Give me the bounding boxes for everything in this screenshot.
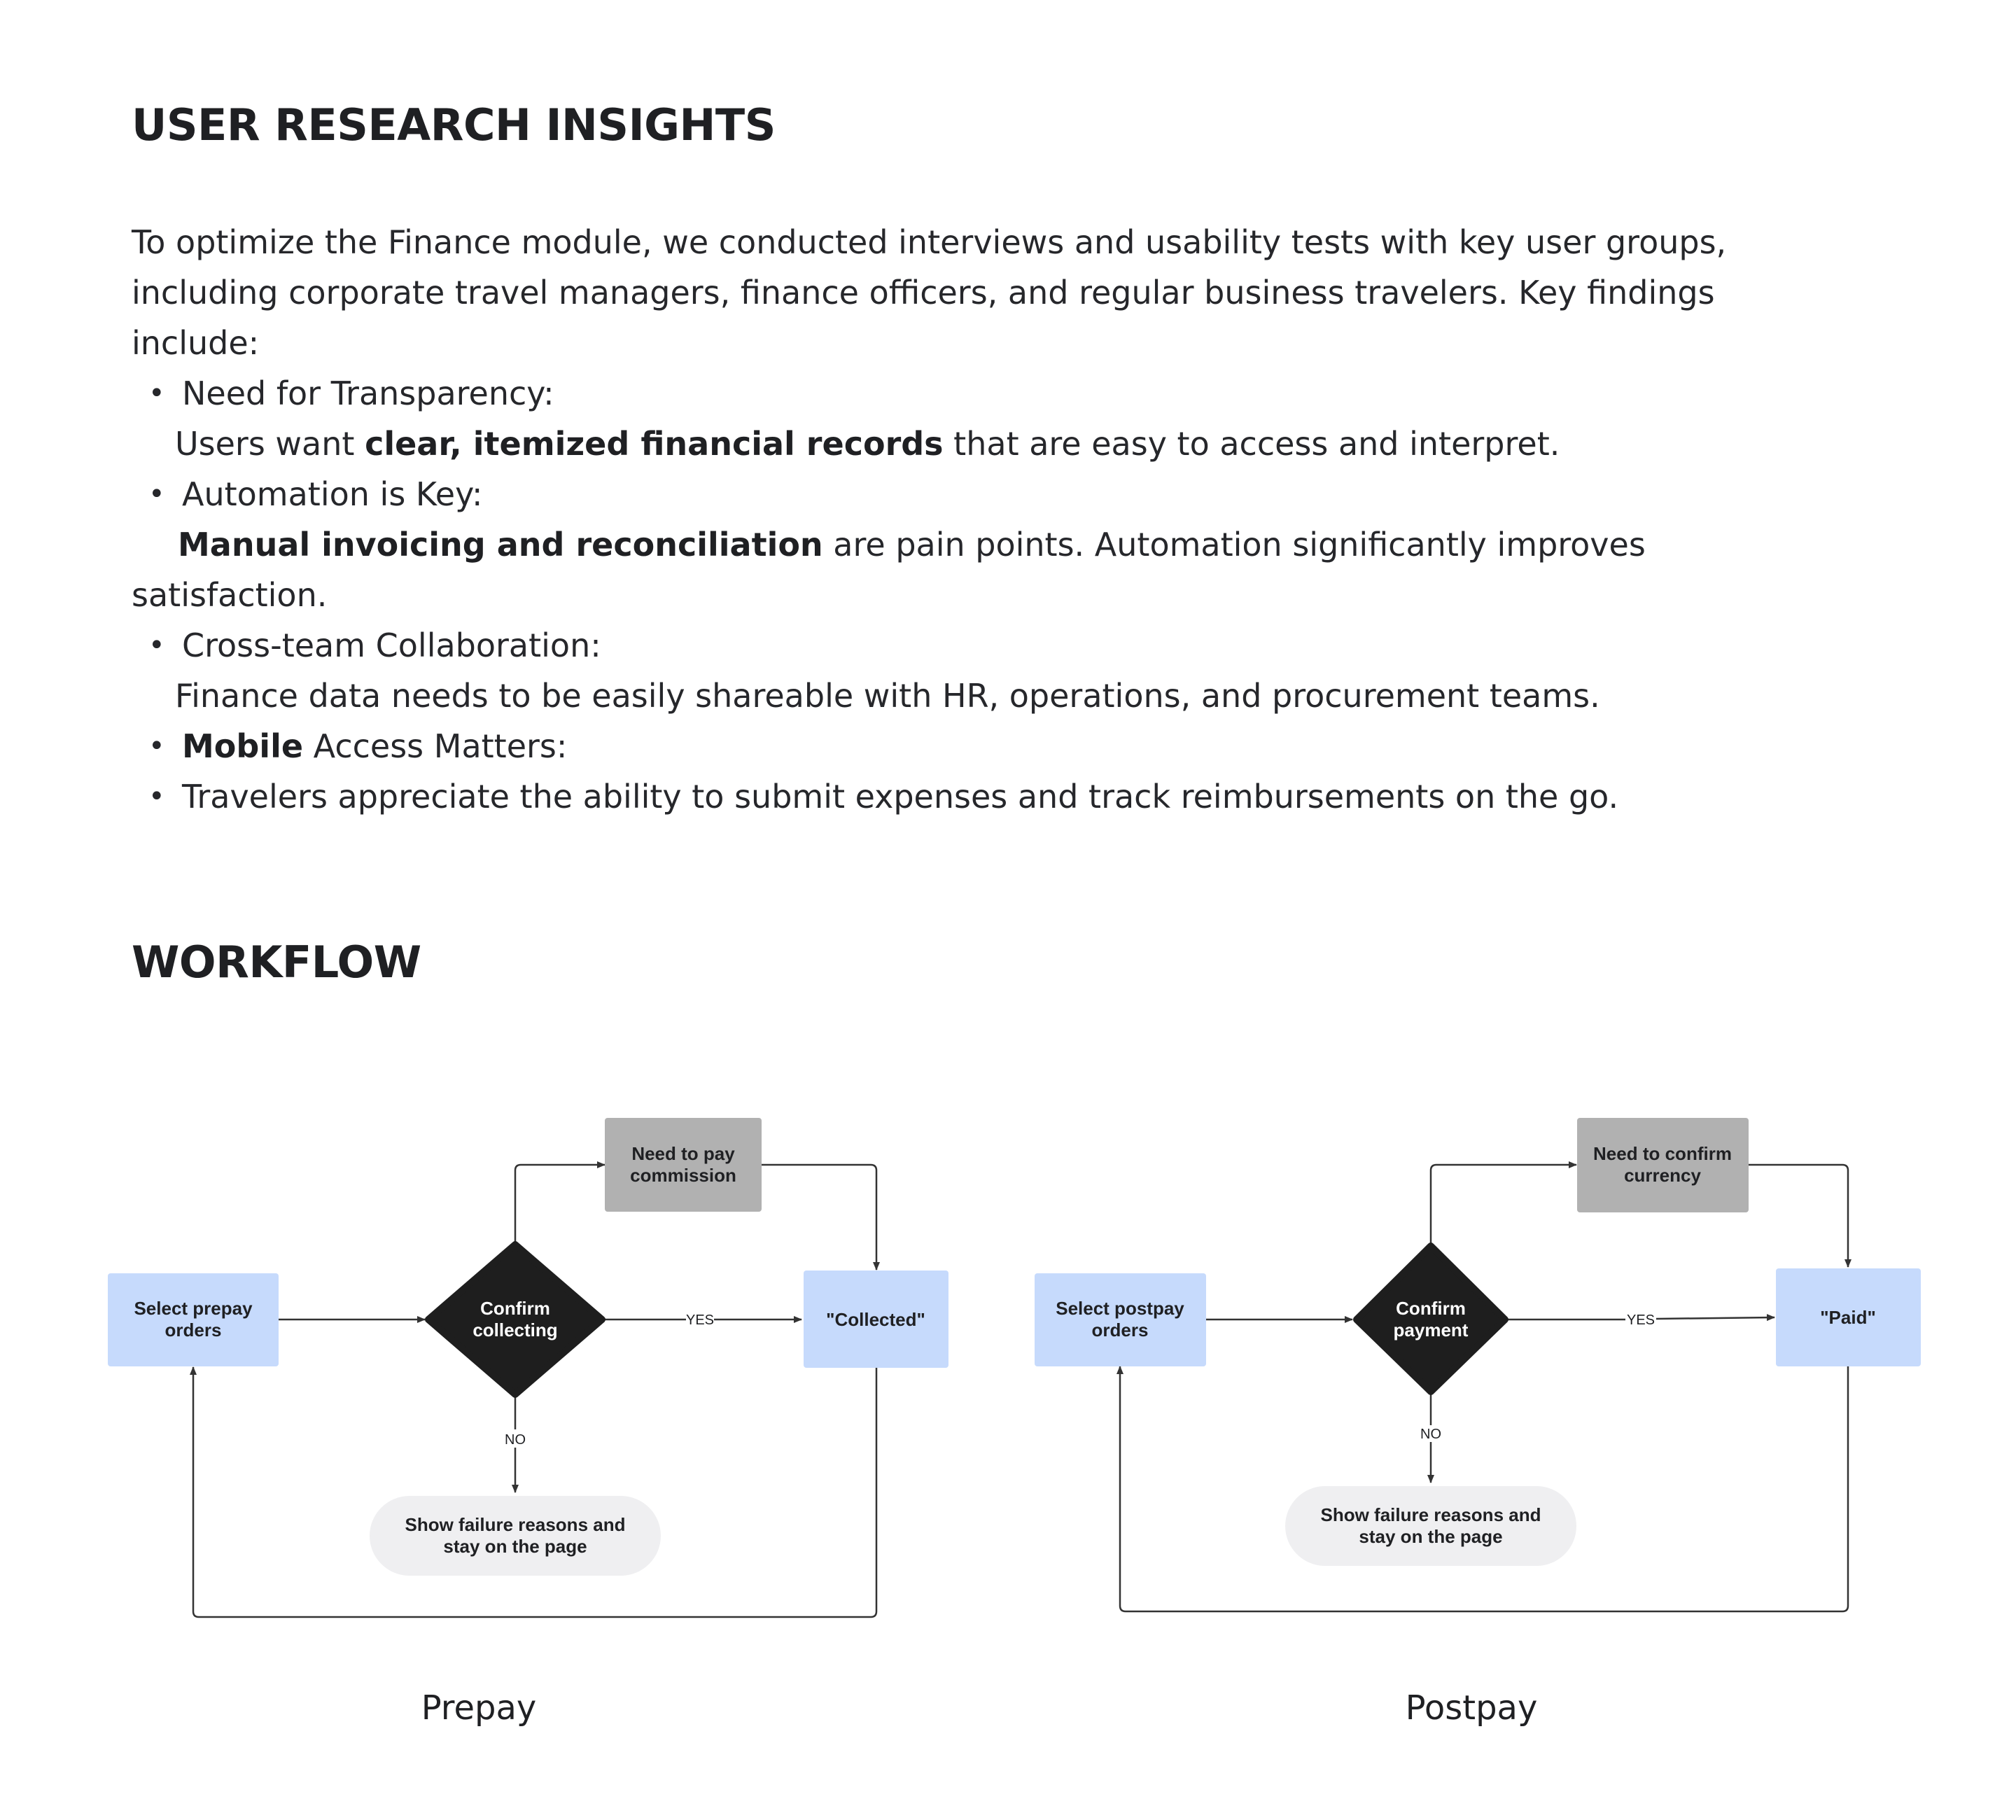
prepay-decision-node xyxy=(425,1241,606,1398)
postpay-decision-node xyxy=(1353,1242,1508,1395)
bullet-marker: • xyxy=(148,478,165,510)
prepay-failure-label-2: stay on the page xyxy=(443,1536,587,1557)
intro-line-3: include: xyxy=(132,324,260,362)
postpay-start-label-1: Select postpay xyxy=(1056,1298,1184,1319)
prepay-decision-label-1: Confirm xyxy=(480,1298,550,1319)
insight-title-transparency: Need for Transparency: xyxy=(182,374,554,412)
workflow-diagram: Select prepay orders Confirm collecting … xyxy=(108,1118,1921,1618)
prepay-decision-label-2: collecting xyxy=(472,1320,557,1340)
postpay-failure-label-1: Show failure reasons and xyxy=(1321,1504,1541,1525)
postpay-result-label: "Paid" xyxy=(1820,1307,1876,1328)
insight-desc-collaboration: Finance data needs to be easily shareabl… xyxy=(175,677,1600,715)
prepay-start-node xyxy=(108,1273,279,1366)
prepay-failure-label-1: Show failure reasons and xyxy=(405,1514,626,1535)
prepay-edge-loop-back xyxy=(190,1366,878,1618)
prepay-caption: Prepay xyxy=(421,1688,537,1728)
postpay-edge-loop-back xyxy=(1116,1366,1849,1613)
bullet-marker: • xyxy=(148,730,165,762)
postpay-edge-branch-to-result xyxy=(1749,1163,1851,1268)
postpay-start-label-2: orders xyxy=(1092,1320,1149,1340)
prepay-result-label: "Collected" xyxy=(826,1309,925,1330)
postpay-result-node xyxy=(1776,1268,1921,1366)
prepay-flow: Select prepay orders Confirm collecting … xyxy=(108,1118,948,1618)
postpay-failure-node xyxy=(1285,1486,1576,1566)
postpay-branch-node xyxy=(1577,1118,1749,1212)
postpay-start-node xyxy=(1035,1273,1206,1366)
insight-desc-automation: Manual invoicing and reconciliation are … xyxy=(178,526,1646,564)
intro-line-1: To optimize the Finance module, we condu… xyxy=(132,223,1727,261)
postpay-decision-label-2: payment xyxy=(1394,1320,1469,1340)
postpay-edge-decision-to-branch xyxy=(1429,1161,1577,1246)
postpay-decision-label-1: Confirm xyxy=(1396,1298,1466,1319)
insight-desc-automation-wrap: satisfaction. xyxy=(132,576,328,614)
postpay-branch-label-2: currency xyxy=(1624,1165,1701,1186)
prepay-no-label: NO xyxy=(505,1432,526,1448)
workflow-heading: WORKFLOW xyxy=(132,937,421,988)
research-heading: USER RESEARCH INSIGHTS xyxy=(132,99,776,150)
insight-title-collaboration: Cross-team Collaboration: xyxy=(182,626,601,664)
prepay-yes-label: YES xyxy=(686,1312,714,1328)
prepay-result-node xyxy=(804,1270,948,1368)
postpay-no-label: NO xyxy=(1420,1427,1441,1442)
insight-title-travelers: Travelers appreciate the ability to subm… xyxy=(182,778,1619,816)
postpay-flow: Select postpay orders Confirm payment Ne… xyxy=(1035,1118,1921,1613)
bullet-marker: • xyxy=(148,629,165,662)
bullet-marker: • xyxy=(148,377,165,410)
prepay-failure-node xyxy=(370,1496,661,1576)
postpay-failure-label-2: stay on the page xyxy=(1359,1526,1502,1547)
prepay-start-label-1: Select prepay xyxy=(134,1298,253,1319)
postpay-caption: Postpay xyxy=(1405,1688,1538,1728)
bullet-marker: • xyxy=(148,780,165,813)
prepay-branch-label-2: commission xyxy=(630,1165,736,1186)
prepay-start-label-2: orders xyxy=(165,1320,222,1340)
prepay-branch-node xyxy=(605,1118,762,1212)
prepay-branch-label-1: Need to pay xyxy=(631,1143,735,1164)
intro-line-2: including corporate travel managers, fin… xyxy=(132,274,1715,312)
prepay-edge-branch-to-result xyxy=(762,1163,880,1270)
insight-desc-transparency: Users want clear, itemized financial rec… xyxy=(175,425,1560,463)
postpay-yes-label: YES xyxy=(1627,1312,1655,1328)
postpay-branch-label-1: Need to confirm xyxy=(1593,1143,1732,1164)
prepay-edge-decision-to-branch xyxy=(514,1161,606,1245)
insight-title-mobile: Mobile Access Matters: xyxy=(182,727,568,765)
insight-title-automation: Automation is Key: xyxy=(182,475,483,513)
postpay-edge-decision-yes-b xyxy=(1656,1314,1775,1322)
